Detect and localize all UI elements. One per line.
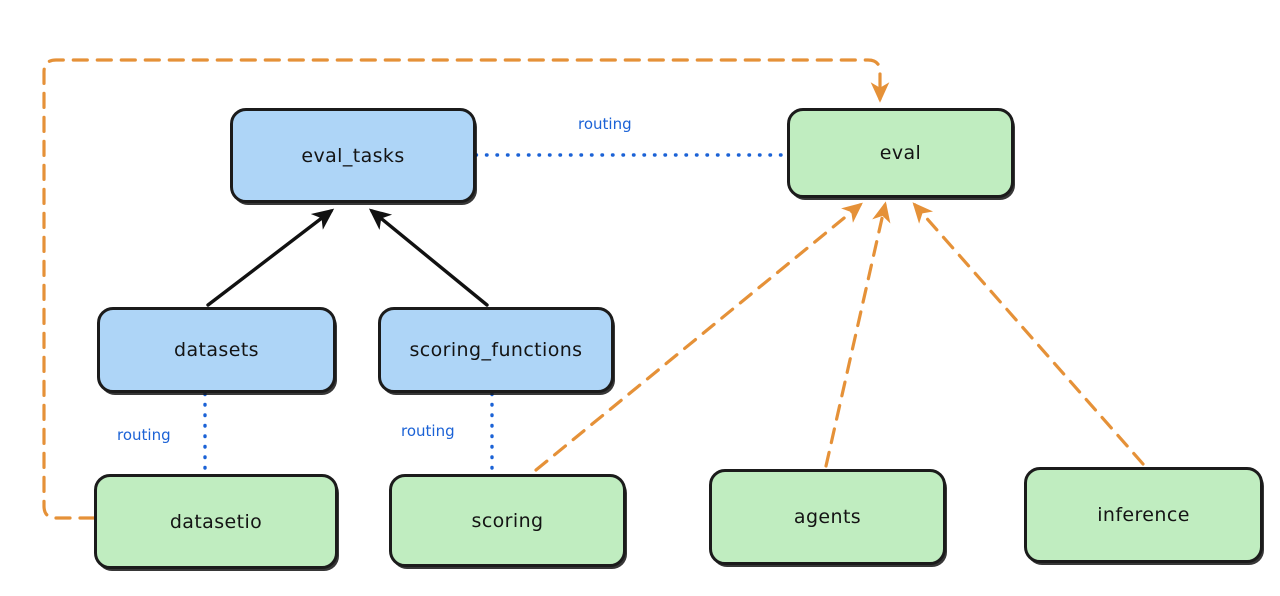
edge-datasetio-to-eval [42, 58, 890, 520]
node-label-datasets: datasets [174, 339, 259, 361]
node-inference[interactable]: inference [1024, 467, 1263, 563]
edge-datasets-to-eval_tasks [206, 208, 335, 307]
node-label-scoring-functions: scoring_functions [409, 339, 583, 361]
node-label-scoring: scoring [471, 509, 544, 532]
edge-agents-to-eval [824, 201, 891, 468]
node-datasets[interactable]: datasets [97, 307, 336, 393]
node-eval[interactable]: eval [787, 108, 1014, 198]
node-label-eval-tasks: eval_tasks [301, 144, 405, 167]
node-eval-tasks[interactable]: eval_tasks [230, 108, 476, 203]
edge-label-routing-datasets-datasetio: routing [117, 426, 171, 444]
node-datasetio[interactable]: datasetio [94, 474, 338, 569]
edge-label-routing-scoring-functions-scoring: routing [401, 422, 455, 440]
node-label-datasetio: datasetio [169, 510, 263, 533]
node-scoring-functions[interactable]: scoring_functions [378, 307, 614, 393]
edge-inference-to-eval [912, 202, 1145, 466]
node-label-eval: eval [879, 142, 922, 164]
node-label-agents: agents [793, 506, 862, 528]
edge-label-routing-eval-tasks-eval: routing [578, 115, 632, 133]
node-agents[interactable]: agents [709, 469, 946, 565]
node-label-inference: inference [1097, 504, 1190, 526]
node-scoring[interactable]: scoring [389, 474, 626, 567]
edge-scoring_functions-to-eval_tasks [368, 208, 489, 307]
edge-scoring-to-eval [534, 202, 863, 472]
